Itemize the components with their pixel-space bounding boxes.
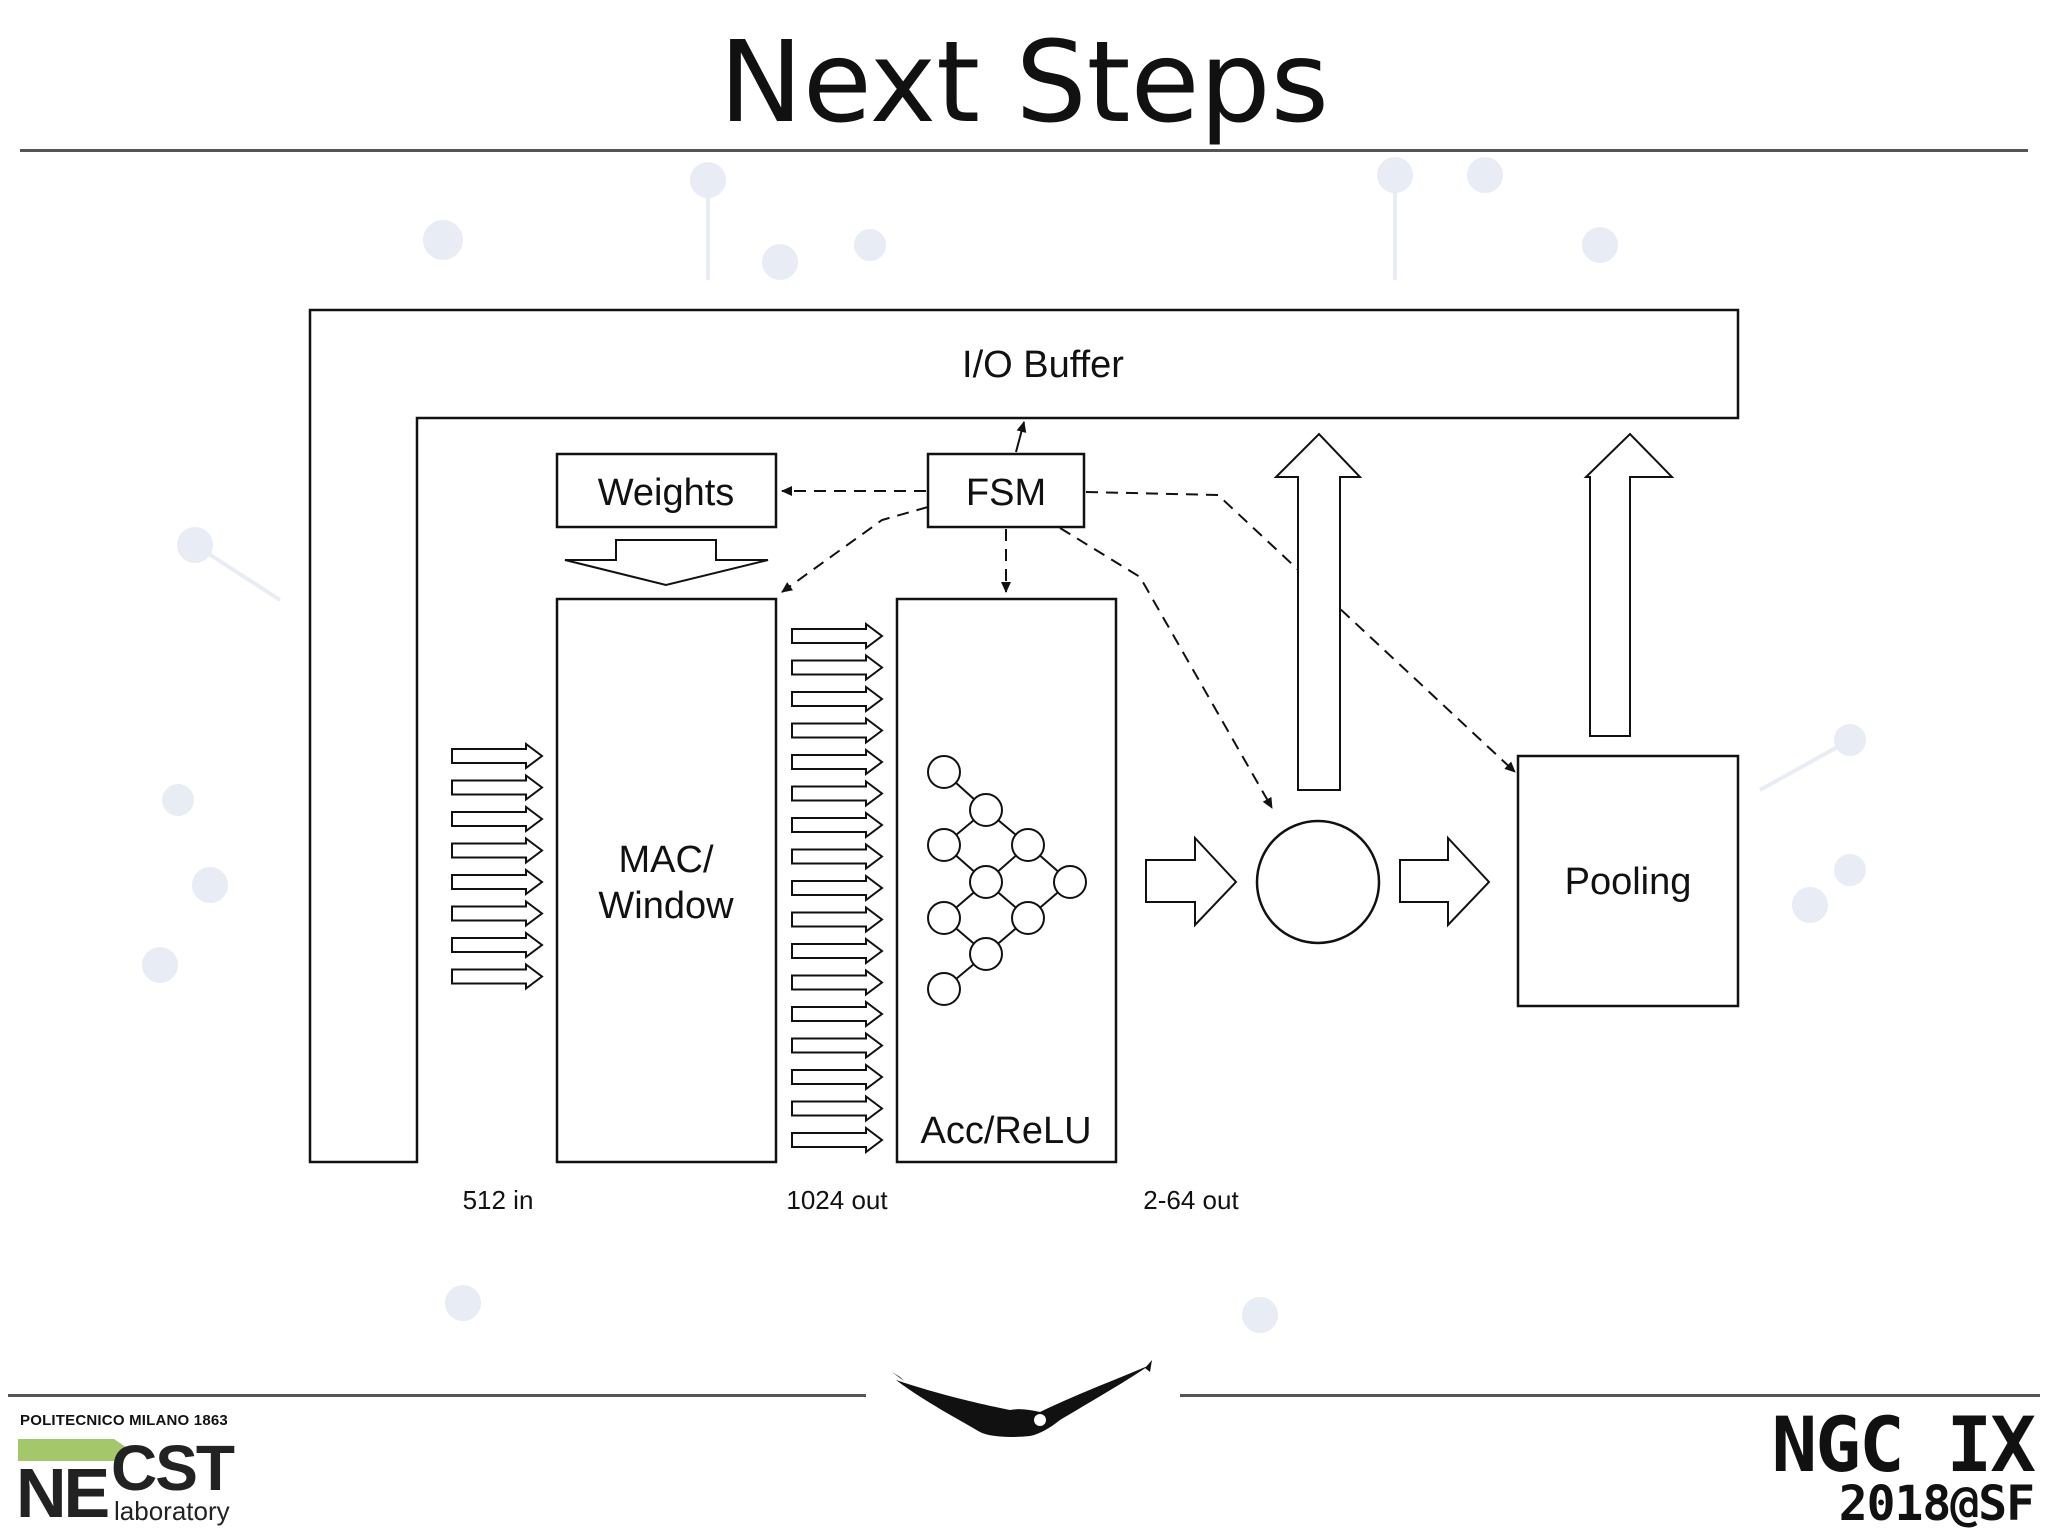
output-arrow bbox=[791, 653, 884, 682]
pooling-block bbox=[1516, 754, 1740, 1008]
label-1024-out: 1024 out bbox=[786, 1185, 888, 1215]
condor-logo bbox=[892, 1360, 1152, 1437]
input-arrow bbox=[451, 931, 544, 959]
output-arrow bbox=[791, 1094, 884, 1123]
slide-title: Next Steps bbox=[719, 18, 1329, 148]
acc-relu-label: Acc/ReLU bbox=[920, 1110, 1091, 1152]
necst-cst-text: CST bbox=[111, 1432, 235, 1504]
necst-green-flag bbox=[18, 1439, 130, 1461]
neural-network-icon bbox=[927, 755, 1087, 1006]
input-arrow bbox=[451, 962, 544, 991]
output-arrow bbox=[791, 1063, 884, 1091]
io-buffer-label: I/O Buffer bbox=[962, 344, 1124, 386]
label-512-in: 512 in bbox=[463, 1185, 534, 1215]
fsm-block bbox=[926, 452, 1086, 529]
output-arrow bbox=[791, 779, 884, 808]
output-arrow bbox=[791, 905, 884, 934]
output-arrow bbox=[791, 842, 884, 871]
ngc-main-text: NGC IX bbox=[1771, 1400, 2036, 1489]
weights-down-arrow bbox=[564, 539, 769, 587]
pooling-label: Pooling bbox=[1565, 861, 1692, 903]
output-arrow bbox=[791, 968, 884, 997]
output-arrow bbox=[791, 811, 884, 839]
background-watermark bbox=[142, 157, 1866, 1333]
label-2-64-out: 2-64 out bbox=[1143, 1185, 1239, 1215]
acc-to-circle-arrow bbox=[1145, 835, 1238, 928]
necst-header-text: POLITECNICO MILANO 1863 bbox=[20, 1412, 228, 1429]
necst-ne-text: NE bbox=[16, 1454, 110, 1532]
fsm-control-arrows bbox=[781, 421, 1516, 809]
input-arrow bbox=[451, 868, 544, 896]
output-arrow bbox=[791, 1000, 884, 1028]
pooling-up-arrow bbox=[1583, 432, 1675, 737]
input-arrow bbox=[451, 836, 544, 865]
footer-divider-right bbox=[1180, 1394, 2040, 1397]
input-arrow bbox=[451, 805, 544, 833]
output-arrow bbox=[791, 748, 884, 776]
fsm-label: FSM bbox=[966, 472, 1046, 514]
input-arrow bbox=[451, 773, 544, 802]
output-arrow bbox=[791, 685, 884, 713]
input-arrows bbox=[451, 742, 544, 991]
footer-divider-left bbox=[8, 1394, 866, 1397]
mac-window-label-line2: Window bbox=[598, 885, 734, 927]
circle-up-arrow bbox=[1273, 432, 1363, 791]
output-arrows bbox=[791, 622, 884, 1154]
necst-lab-text: laboratory bbox=[114, 1496, 230, 1526]
ngc-sub-text: 2018@SF bbox=[1838, 1476, 2035, 1532]
intermediate-node bbox=[1255, 819, 1381, 945]
weights-block bbox=[555, 452, 778, 529]
input-arrow bbox=[451, 899, 544, 928]
title-divider bbox=[20, 149, 2028, 152]
mac-window-label-line1: MAC/ bbox=[619, 839, 714, 881]
output-arrow bbox=[791, 622, 884, 650]
output-arrow bbox=[791, 1031, 884, 1060]
mac-window-block bbox=[555, 597, 778, 1164]
circle-to-pooling-arrow bbox=[1399, 835, 1491, 928]
output-arrow bbox=[791, 716, 884, 745]
output-arrow bbox=[791, 874, 884, 902]
output-arrow bbox=[791, 937, 884, 965]
output-arrow bbox=[791, 1126, 884, 1154]
input-arrow bbox=[451, 742, 544, 770]
io-buffer-block bbox=[308, 308, 1740, 1164]
weights-label: Weights bbox=[598, 472, 735, 514]
